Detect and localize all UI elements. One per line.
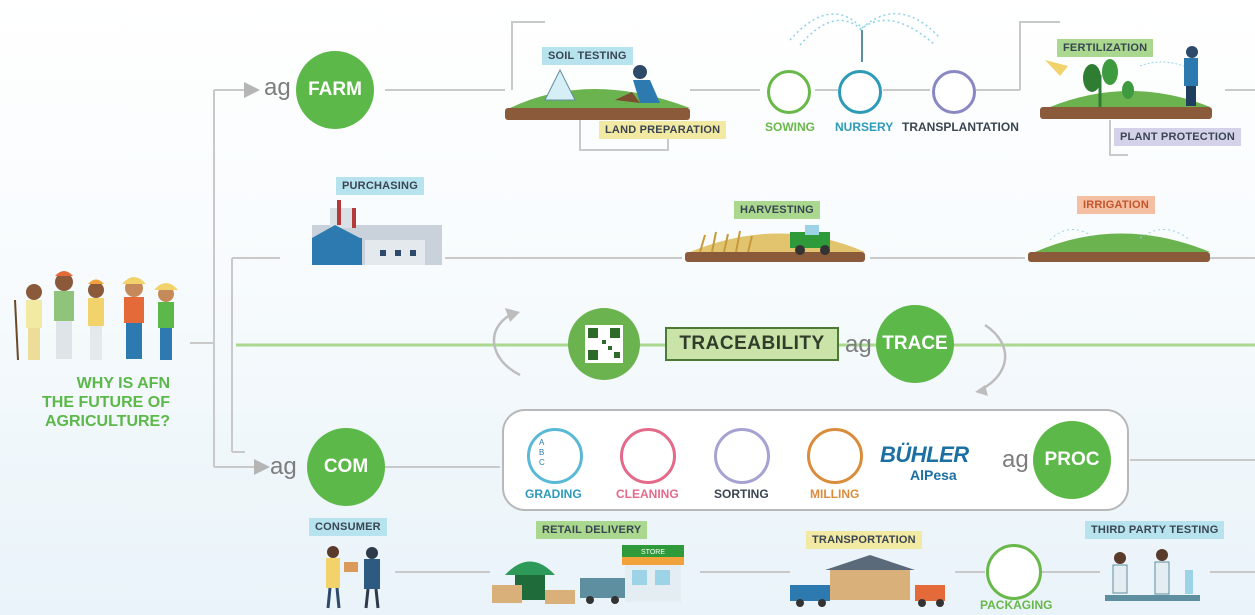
factory-illustration (312, 200, 442, 265)
trace-hub[interactable]: TRACE (876, 305, 954, 383)
land-preparation-tag: LAND PREPARATION (599, 121, 727, 139)
trace-hub-prefix: ag (845, 331, 872, 358)
grade-a: A (539, 438, 545, 447)
why-afn-question: WHY IS AFN THE FUTURE OF AGRICULTURE? (20, 374, 170, 431)
grade-c: C (539, 458, 545, 467)
purchasing-tag: PURCHASING (336, 177, 424, 195)
cleaning-label: CLEANING (616, 487, 679, 501)
buhler-logo: BÜHLER (880, 442, 969, 467)
soil-testing-tag: SOIL TESTING (542, 47, 633, 65)
grading-icon[interactable] (527, 428, 583, 484)
cleaning-icon[interactable] (620, 428, 676, 484)
transportation-illustration (790, 555, 945, 607)
packaging-label: PACKAGING (980, 598, 1053, 612)
retail-delivery-illustration: STORE (492, 545, 684, 604)
fertilization-tag: FERTILIZATION (1057, 39, 1154, 57)
harvesting-tag: HARVESTING (734, 201, 820, 219)
traceability-label: TRACEABILITY (665, 327, 839, 361)
consumer-tag: CONSUMER (309, 518, 387, 536)
lab-testing-illustration (1105, 549, 1200, 601)
proc-hub[interactable]: PROC (1033, 421, 1111, 499)
irrigation-tag: IRRIGATION (1077, 196, 1155, 214)
harvesting-illustration (685, 225, 865, 262)
retail-delivery-tag: RETAIL DELIVERY (536, 521, 648, 539)
packaging-icon[interactable] (986, 544, 1042, 600)
transplantation-icon[interactable] (932, 70, 976, 114)
cycle-arrow-left (492, 313, 521, 377)
com-hub[interactable]: COM (307, 428, 385, 506)
store-sign: STORE (641, 549, 665, 556)
cycle-arrow-right (979, 323, 1007, 392)
grading-letters: A B C (539, 438, 545, 468)
transportation-tag: TRANSPORTATION (806, 531, 922, 549)
plant-protection-tag: PLANT PROTECTION (1114, 128, 1242, 146)
sowing-icon[interactable] (767, 70, 811, 114)
sorting-label: SORTING (714, 487, 769, 501)
land-preparation-illustration (505, 65, 690, 120)
nursery-icon[interactable] (838, 70, 882, 114)
alpesa-logo: AlPesa (910, 467, 957, 483)
sprinkler-spray (789, 13, 941, 46)
consumer-illustration (326, 546, 380, 609)
milling-label: MILLING (810, 487, 860, 501)
farm-hub[interactable]: FARM (296, 51, 374, 129)
com-hub-prefix: ag (270, 453, 297, 480)
milling-icon[interactable] (807, 428, 863, 484)
proc-hub-prefix: ag (1002, 446, 1029, 473)
grading-label: GRADING (525, 487, 582, 501)
transplantation-label: TRANSPLANTATION (902, 120, 1019, 134)
sorting-icon[interactable] (714, 428, 770, 484)
question-line-1: WHY IS AFN (76, 375, 170, 392)
farm-hub-prefix: ag (264, 74, 291, 101)
farmers-illustration (14, 271, 178, 361)
question-line-2: THE FUTURE OF (42, 394, 170, 411)
qr-code-icon (568, 308, 640, 380)
grade-b: B (539, 448, 545, 457)
question-line-3: AGRICULTURE? (44, 413, 170, 430)
third-party-testing-tag: THIRD PARTY TESTING (1085, 521, 1225, 539)
irrigation-illustration (1028, 229, 1210, 262)
nursery-label: NURSERY (835, 120, 894, 134)
sowing-label: SOWING (765, 120, 815, 134)
fertilization-illustration (1040, 46, 1212, 119)
